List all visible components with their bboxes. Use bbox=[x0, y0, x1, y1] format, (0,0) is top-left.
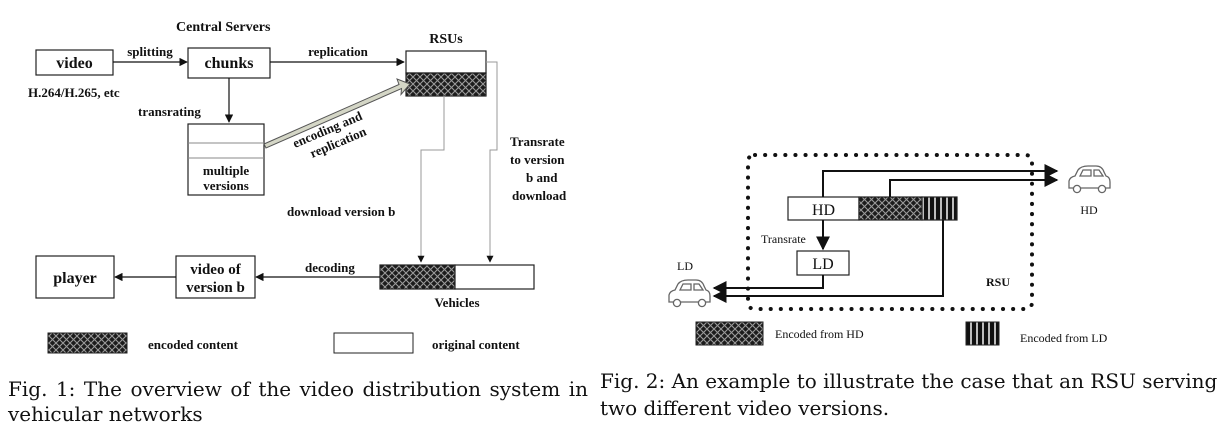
download-arrow bbox=[417, 96, 445, 263]
video-version-b-box bbox=[175, 255, 256, 299]
hd-box-label: HD bbox=[812, 202, 835, 219]
video-of-label: video of bbox=[190, 262, 241, 278]
multiple-label: multiple bbox=[203, 163, 249, 178]
ld-box bbox=[796, 250, 850, 276]
transrate-line2: to version bbox=[510, 152, 565, 167]
legend-original-label: original content bbox=[432, 337, 520, 352]
legend-encoded-label: encoded content bbox=[148, 337, 239, 352]
transrate-line3: b and bbox=[526, 170, 558, 185]
fig2-caption-line2: two different video versions. bbox=[600, 396, 890, 420]
video-label: video bbox=[56, 55, 92, 72]
replication-label: replication bbox=[308, 44, 368, 59]
encoding-replication-arrow bbox=[263, 78, 411, 149]
vehicle-original-segment bbox=[454, 264, 535, 290]
download-label: download version b bbox=[287, 204, 395, 219]
decoding-label: decoding bbox=[305, 260, 355, 275]
fig1-caption-line2: vehicular networks bbox=[8, 402, 203, 426]
transrating-label: transrating bbox=[138, 104, 201, 119]
ld-encoded-stream-arrow bbox=[712, 220, 944, 303]
fig1-caption-line1: Fig. 1: The overview of the video distri… bbox=[8, 377, 588, 401]
chunks-box bbox=[187, 47, 271, 79]
legend-ld-label: Encoded from LD bbox=[1020, 331, 1108, 345]
rsus-label: RSUs bbox=[429, 32, 463, 47]
ld-encoded-segment bbox=[921, 196, 958, 221]
car-icon bbox=[668, 279, 711, 308]
version-b-label: version b bbox=[186, 280, 245, 296]
rsu-encoded-segment bbox=[405, 72, 487, 97]
central-servers-label: Central Servers bbox=[176, 20, 271, 35]
hd-stream-arrow bbox=[822, 164, 1059, 197]
versions-label: versions bbox=[203, 178, 249, 193]
player-label: player bbox=[53, 270, 97, 287]
codecs-label: H.264/H.265, etc bbox=[28, 85, 120, 100]
rsu-label: RSU bbox=[986, 275, 1010, 289]
chunks-label: chunks bbox=[205, 55, 254, 72]
vehicle-encoded-segment bbox=[379, 264, 456, 290]
multiple-versions-box bbox=[187, 123, 265, 196]
rsu-original-segment bbox=[405, 50, 487, 74]
splitting-label: splitting bbox=[127, 44, 173, 59]
vehicles-label: Vehicles bbox=[434, 295, 479, 310]
transrate-line1: Transrate bbox=[510, 134, 565, 149]
hd-encoded-stream-arrow bbox=[889, 173, 1059, 197]
ld-box-label: LD bbox=[812, 256, 833, 273]
player-box bbox=[35, 255, 115, 299]
transrate-line4: download bbox=[512, 188, 567, 203]
legend-encoded-swatch bbox=[47, 332, 128, 354]
transrate-arrow bbox=[486, 61, 498, 263]
car-icon bbox=[1068, 165, 1111, 194]
ld-car-label: LD bbox=[677, 259, 693, 273]
fig2-caption-line1: Fig. 2: An example to illustrate the cas… bbox=[600, 369, 1217, 393]
hd-encoded-segment bbox=[858, 196, 923, 221]
legend-original-swatch bbox=[333, 332, 414, 354]
hd-car-label: HD bbox=[1080, 203, 1098, 217]
legend-hd-swatch bbox=[695, 321, 764, 346]
transrate-label: Transrate bbox=[761, 232, 806, 246]
legend-ld-swatch bbox=[965, 321, 1000, 346]
ld-stream-arrow bbox=[712, 275, 824, 295]
legend-hd-label: Encoded from HD bbox=[775, 327, 864, 341]
